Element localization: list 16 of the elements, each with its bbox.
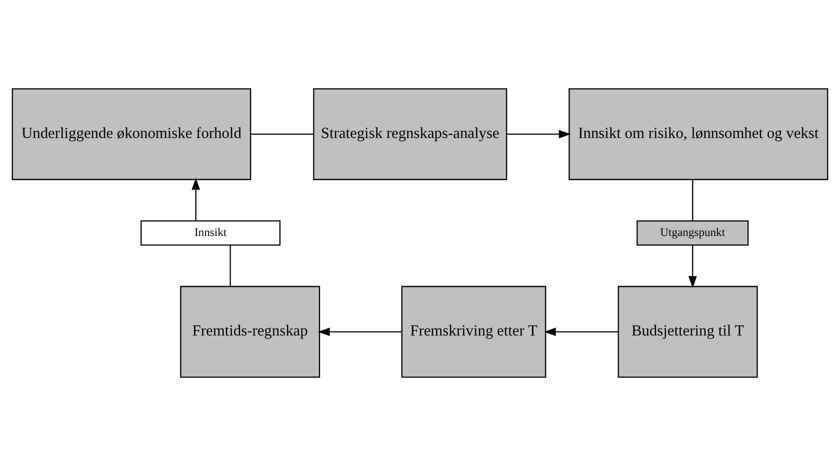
- connector: [692, 179, 694, 220]
- arrow: [506, 129, 571, 138]
- connector: [250, 133, 314, 134]
- connector: [230, 244, 231, 286]
- arrow: [318, 327, 402, 336]
- node-box: Innsikt om risiko, lønnsomhet og vekst: [568, 88, 828, 180]
- node-box: Strategisk regnskaps-analyse: [313, 88, 508, 180]
- node-box: Innsikt: [140, 220, 281, 246]
- node-box: Fremskriving etter T: [401, 285, 546, 378]
- node-box: Fremtids-regnskap: [180, 285, 320, 378]
- arrow: [544, 327, 618, 336]
- node-box: Budsjettering til T: [618, 285, 758, 378]
- arrow: [688, 244, 697, 288]
- arrow: [192, 177, 200, 220]
- node-box: Underliggende økonomiske forhold: [12, 88, 252, 180]
- node-box: Utgangspunkt: [636, 220, 749, 246]
